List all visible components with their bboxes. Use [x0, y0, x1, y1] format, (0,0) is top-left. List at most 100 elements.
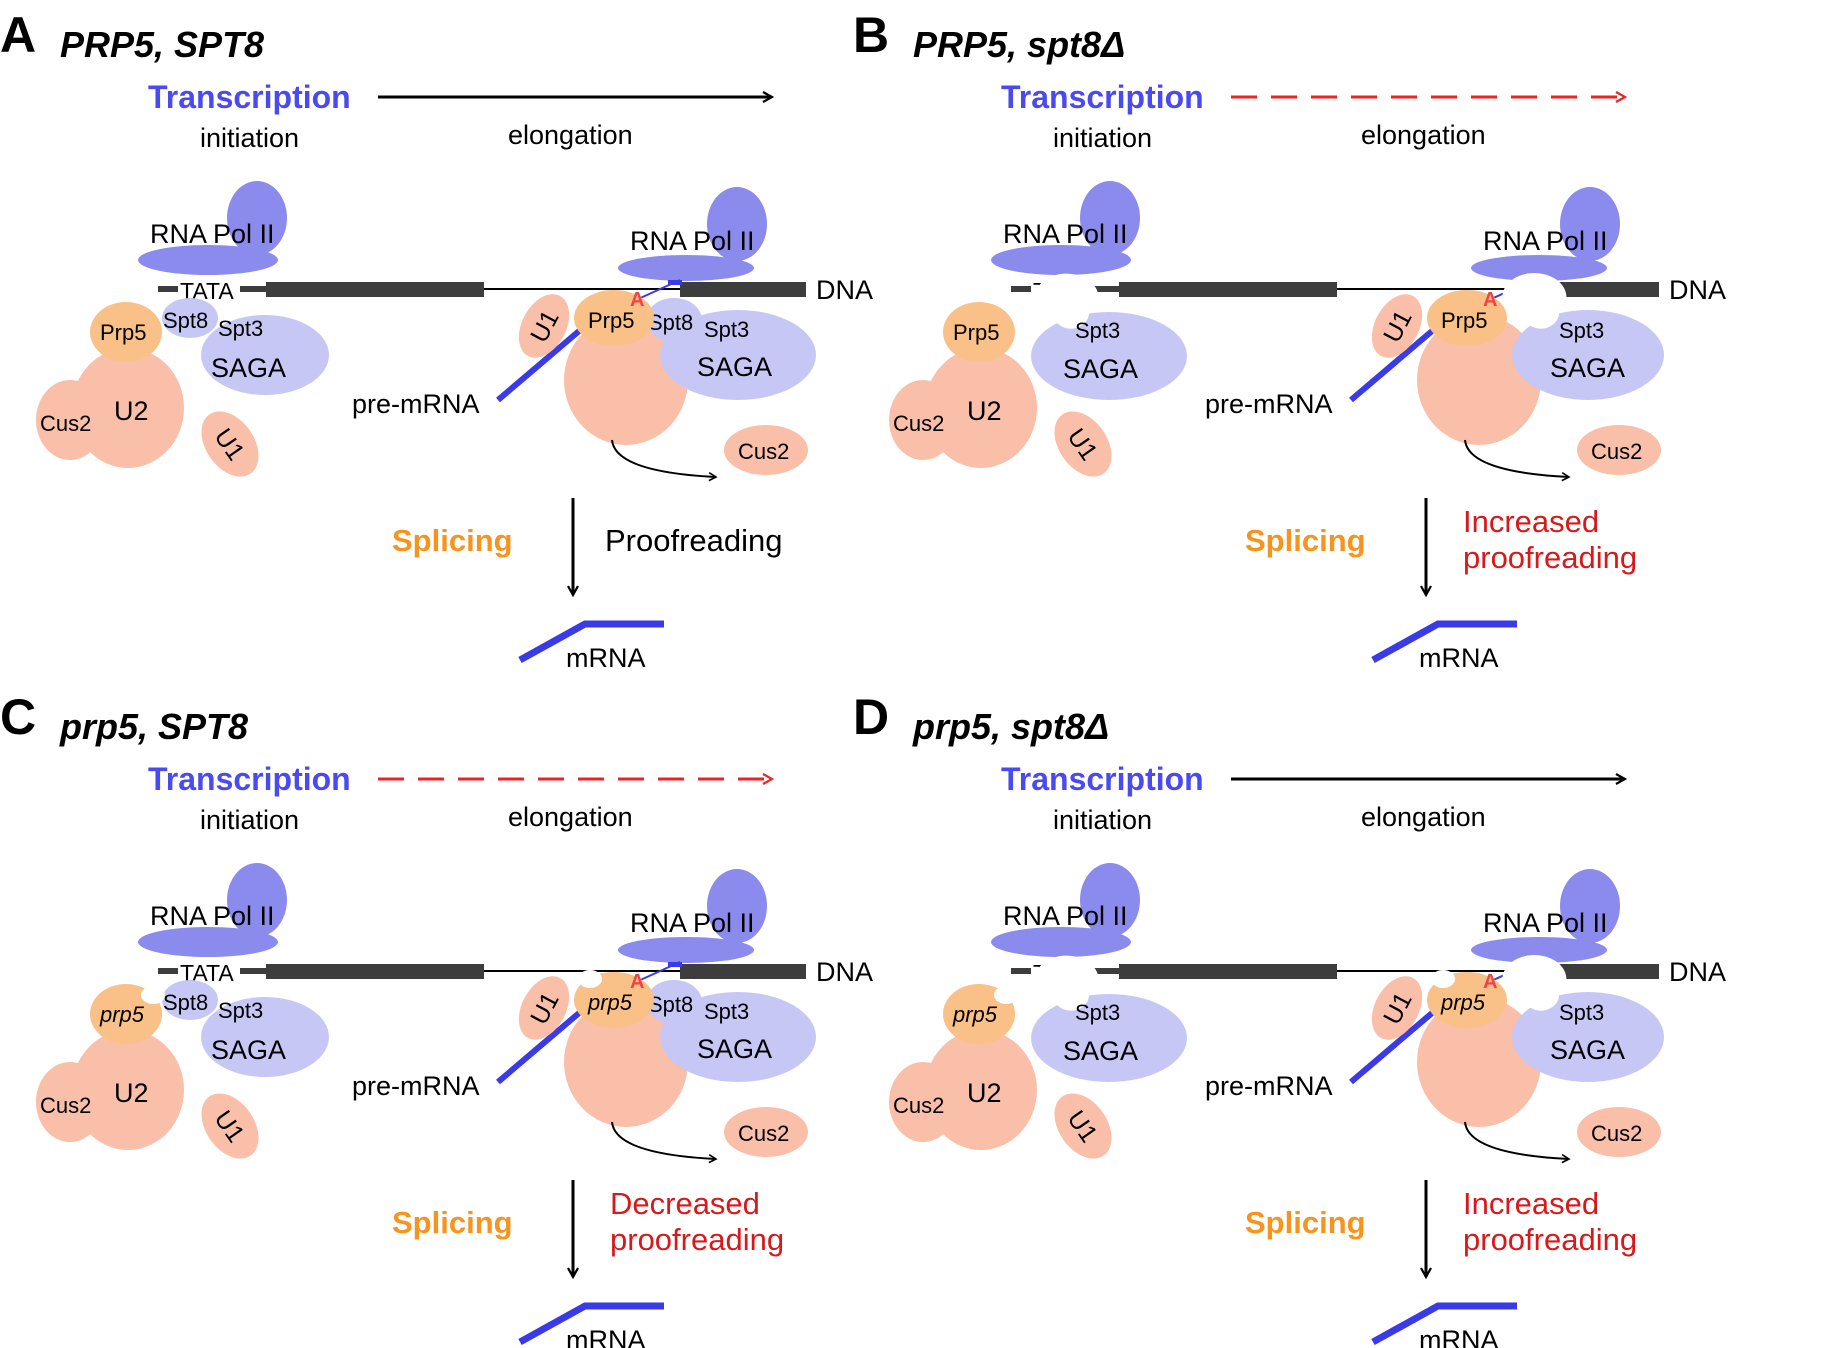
spt8-subunit: [162, 298, 218, 338]
pre-mrna-strand: [496, 999, 594, 1085]
rna-pol-ii-label: RNA Pol II: [630, 226, 755, 256]
u1-snrnp: U1: [1054, 1093, 1112, 1159]
cus2-label: Cus2: [40, 411, 91, 436]
saga-label: SAGA: [211, 353, 286, 383]
prp5-protein: [90, 302, 162, 362]
cus2-released: [724, 425, 808, 475]
transcription-label: Transcription: [148, 761, 351, 797]
rna-pol-ii-label: RNA Pol II: [1003, 219, 1128, 249]
proofreading-label-line1: Increased: [1463, 1186, 1599, 1221]
u1-body: [518, 294, 570, 358]
cus2-label: Cus2: [738, 439, 789, 464]
u1-snrnp: U1: [1054, 411, 1112, 477]
cus2-release-arrow: [1464, 1121, 1571, 1164]
panel-letter: D: [853, 689, 889, 745]
cus2-label: Cus2: [1591, 439, 1642, 464]
u1-snrnp: U1: [518, 294, 570, 358]
u1-body: [201, 1093, 259, 1159]
spt8-label: Spt8: [163, 990, 208, 1015]
prp5-label: prp5: [587, 990, 633, 1015]
saga-label: SAGA: [1063, 1036, 1138, 1066]
mrna-product: [1371, 1302, 1517, 1346]
spt8-label: Spt8: [648, 310, 693, 335]
dna-stub: [158, 286, 178, 292]
dna-stub: [1093, 286, 1119, 292]
rna-pol-ii-lobe: [1080, 863, 1140, 937]
spt8-gap: [1034, 955, 1099, 1011]
panel-title: prp5, SPT8: [59, 706, 248, 747]
u2-label: U2: [114, 396, 149, 426]
proofreading-label-line1: Increased: [1463, 504, 1599, 539]
cus2-released: [1577, 1107, 1661, 1157]
cus2-release-arrow: [1464, 439, 1571, 482]
cus2-label: Cus2: [738, 1121, 789, 1146]
cus2-protein: [889, 1062, 957, 1142]
saga-body: [201, 315, 329, 395]
splicing-label: Splicing: [1245, 523, 1366, 558]
elongation-label: elongation: [1361, 802, 1486, 832]
proofreading-label-line2: proofreading: [1463, 1222, 1637, 1257]
rna-pol-ii-label: RNA Pol II: [150, 219, 275, 249]
initiation-label: initiation: [1053, 805, 1152, 835]
rna-pol-ii-body: [138, 927, 278, 957]
prp5-label: Prp5: [1441, 308, 1487, 333]
branch-point-a-label: A: [630, 289, 644, 311]
cus2-release-arrow: [611, 439, 718, 482]
panel-title: PRP5, SPT8: [60, 24, 264, 65]
saga-body: [660, 992, 816, 1082]
pre-mrna-label: pre-mRNA: [1205, 389, 1333, 419]
saga-label: SAGA: [1063, 354, 1138, 384]
dna-stub: [240, 968, 266, 974]
branch-point-a-label: A: [1483, 289, 1497, 311]
branch-point-a-label: A: [630, 971, 644, 993]
gene-block: [680, 282, 806, 297]
gene-block: [266, 964, 484, 979]
spt3-label: Spt3: [218, 316, 263, 341]
u2-snrnp: [1417, 997, 1541, 1127]
gene-block: [1119, 964, 1337, 979]
dna-stub: [158, 968, 178, 974]
spt3-label: Spt3: [1559, 1000, 1604, 1025]
u2-snrnp: [564, 315, 688, 445]
dna-label: DNA: [1669, 957, 1726, 987]
cus2-protein: [889, 380, 957, 460]
proofreading-label-line2: proofreading: [610, 1222, 784, 1257]
rna-pol-ii-body: [991, 245, 1131, 275]
saga-body: [1031, 312, 1187, 400]
u1-body: [1054, 1093, 1112, 1159]
initiation-label: initiation: [200, 805, 299, 835]
prp5-protein: [943, 302, 1015, 362]
prp5-label: Prp5: [100, 320, 146, 345]
rna-pol-ii-label: RNA Pol II: [150, 901, 275, 931]
u1-body: [201, 411, 259, 477]
rna-pol-ii-body: [1471, 255, 1607, 281]
saga-label: SAGA: [1550, 1035, 1625, 1065]
cus2-released: [724, 1107, 808, 1157]
initiation-label: initiation: [1053, 123, 1152, 153]
initiation-label: initiation: [200, 123, 299, 153]
saga-body: [1512, 992, 1664, 1082]
rna-pol-ii-body: [618, 255, 754, 281]
prp5-mutation-notch: [994, 986, 1018, 1004]
prp5-protein: [1427, 290, 1507, 346]
splicing-label: Splicing: [392, 1205, 513, 1240]
rna-pol-ii-lobe: [707, 869, 767, 943]
branch-point-a-label: A: [1483, 971, 1497, 993]
cus2-label: Cus2: [1591, 1121, 1642, 1146]
saga-label: SAGA: [1550, 353, 1625, 383]
u1-body: [1371, 294, 1423, 358]
cus2-label: Cus2: [40, 1093, 91, 1118]
prp5-mutation-notch: [141, 986, 165, 1004]
rna-pol-ii-label: RNA Pol II: [1483, 226, 1608, 256]
spt3-label: Spt3: [218, 998, 263, 1023]
transcription-label: Transcription: [1001, 79, 1204, 115]
splicing-label: Splicing: [1245, 1205, 1366, 1240]
elongation-label: elongation: [1361, 120, 1486, 150]
gene-block: [266, 282, 484, 297]
saga-body: [660, 310, 816, 400]
pre-mrna-label: pre-mRNA: [352, 1071, 480, 1101]
proofreading-label-line2: proofreading: [1463, 540, 1637, 575]
prp5-label: prp5: [99, 1002, 145, 1027]
